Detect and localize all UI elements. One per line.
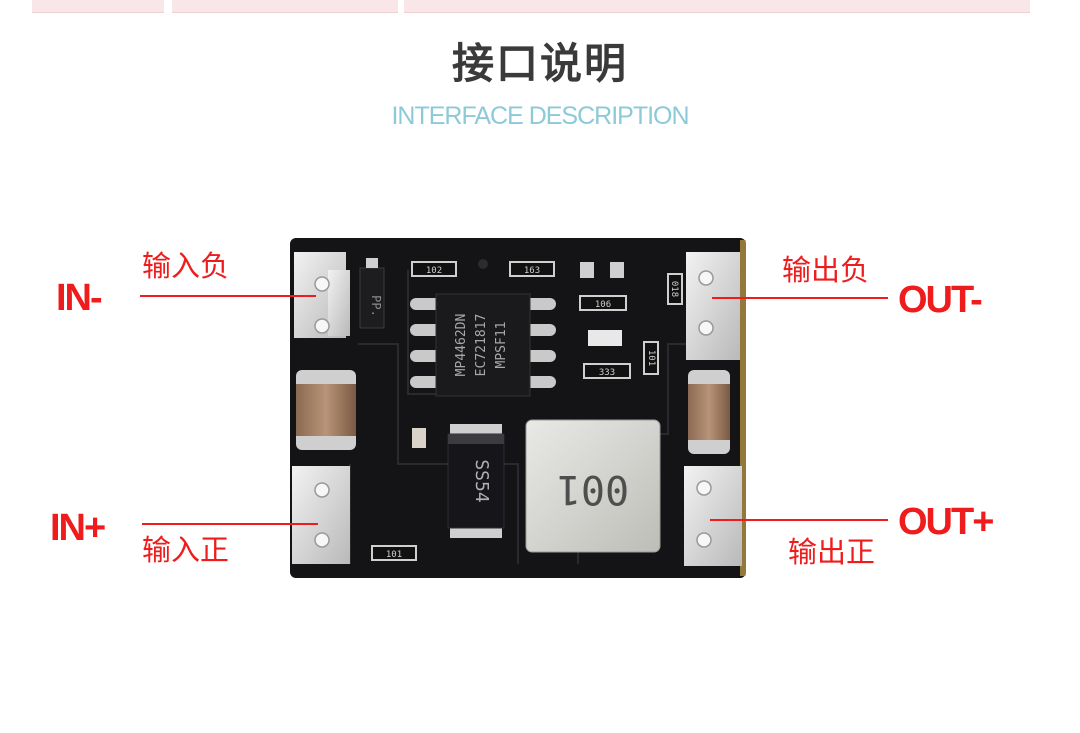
page-subtitle: INTERFACE DESCRIPTION xyxy=(391,102,689,130)
resistor-code-6: 333 xyxy=(599,368,615,378)
pointer-line-in-plus xyxy=(142,523,318,525)
label-out-minus: OUT- xyxy=(898,279,983,321)
chip-line-3: MPSF11 xyxy=(494,322,509,369)
ic-chip: MP4462DN EC721817 MPSF11 xyxy=(410,293,556,397)
chip-line-1: MP4462DN xyxy=(454,314,469,377)
pcb-board-image: PP. MP4462DN EC721817 MPSF11 102 163 106… xyxy=(290,238,746,578)
resistor-code-2: 163 xyxy=(524,266,540,276)
label-out-plus-cn: 输出正 xyxy=(788,535,876,569)
inductor: 001 xyxy=(525,419,661,553)
pointer-line-in-minus xyxy=(140,295,316,297)
resistor-code-7: 101 xyxy=(386,550,402,560)
page-title: 接口说明 xyxy=(451,39,628,88)
inductor-marking: 001 xyxy=(557,466,629,512)
label-in-minus: IN- xyxy=(56,277,103,319)
pad-out-plus xyxy=(684,466,742,566)
top-tab-3 xyxy=(404,0,1030,13)
label-out-minus-cn: 输出负 xyxy=(782,253,870,287)
capacitor-right xyxy=(688,370,730,454)
sot-marking: PP. xyxy=(369,295,383,317)
pointer-line-out-minus xyxy=(712,297,888,299)
pointer-line-out-plus xyxy=(710,519,888,521)
capacitor-left xyxy=(296,370,356,450)
resistor-code-1: 102 xyxy=(426,266,442,276)
resistor-code-4: 018 xyxy=(669,281,679,297)
chip-line-2: EC721817 xyxy=(474,314,489,377)
pad-in-plus xyxy=(292,466,350,564)
sot-component: PP. xyxy=(359,258,385,329)
resistor-group: 102 163 106 018 101 333 101 xyxy=(371,259,683,561)
top-tab-2 xyxy=(172,0,398,13)
resistor-code-5: 101 xyxy=(646,350,656,366)
resistor-code-3: 106 xyxy=(595,300,611,310)
label-in-plus-cn: 输入正 xyxy=(142,533,230,567)
diode-ss54: SS54 xyxy=(447,424,505,538)
diode-marking: SS54 xyxy=(471,459,492,502)
top-banner-strip xyxy=(32,0,1030,13)
label-out-plus: OUT+ xyxy=(898,501,994,543)
pad-out-minus xyxy=(686,252,740,360)
label-in-plus: IN+ xyxy=(50,507,106,549)
pad-in-minus xyxy=(294,252,350,338)
top-tab-1 xyxy=(32,0,164,13)
label-in-minus-cn: 输入负 xyxy=(142,249,230,283)
